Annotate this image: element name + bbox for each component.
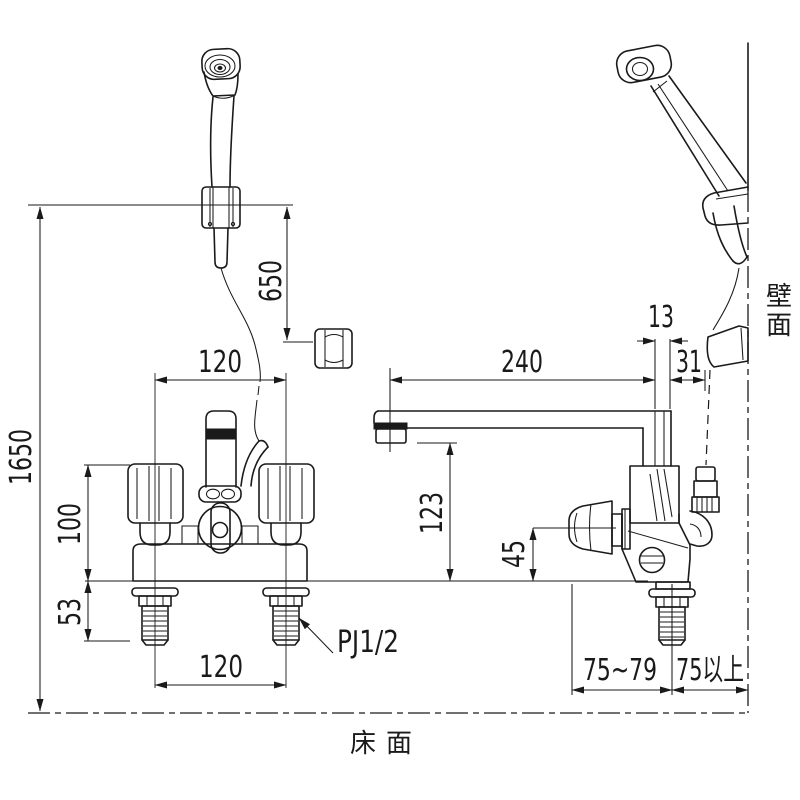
handle-end-right-edge <box>733 205 748 258</box>
handle-side-tick <box>652 80 668 93</box>
front-plate-hole-right <box>220 488 236 500</box>
front-column-band <box>205 428 237 440</box>
shoulder-left <box>181 525 199 544</box>
handle-end-cap <box>732 256 748 265</box>
knob-side-ring <box>588 503 592 552</box>
shower-neck-arc <box>212 94 236 99</box>
front-column <box>205 410 237 488</box>
elbow-inner <box>689 523 702 538</box>
head-side-face <box>625 56 655 82</box>
elbow-outer <box>689 510 713 547</box>
hook-top-arc <box>324 333 344 338</box>
dim-31-label: 31 <box>676 345 702 380</box>
neck <box>655 581 691 590</box>
hose-coupler-inner <box>740 327 744 361</box>
knob-connector <box>611 513 623 547</box>
holder-screw-right <box>230 221 236 227</box>
shower-neck <box>203 71 239 97</box>
wall-label-char2: 面 <box>766 311 792 341</box>
handle-end-left-edge <box>712 212 734 262</box>
diverter-lever <box>210 502 231 554</box>
shower-hose-front <box>220 267 261 442</box>
shower-handle-left <box>209 96 214 188</box>
pj-label: PJ1/2 <box>337 625 399 660</box>
hook-bracket-front <box>314 328 353 369</box>
reference-lines <box>28 42 749 714</box>
shower-face-center <box>217 65 223 71</box>
shower-head-front <box>201 47 241 188</box>
outlet-tube-right <box>250 446 269 487</box>
wall-label-char1: 壁 <box>766 282 792 312</box>
handle-side-lower <box>650 85 720 197</box>
handle-right <box>258 463 315 524</box>
hose-break-dash <box>257 385 260 396</box>
dim-120-bottom-label: 120 <box>199 650 243 685</box>
side-body <box>621 513 691 583</box>
shower-head-side <box>615 44 749 466</box>
dim-120-top-label: 120 <box>198 345 242 380</box>
shower-holder-front <box>201 186 241 269</box>
dim-45-label: 45 <box>497 540 532 568</box>
holder-side <box>701 186 749 226</box>
side-screw <box>638 546 666 574</box>
handle-left <box>127 463 184 524</box>
hose-path-dashed <box>705 369 711 466</box>
dim-7579-label: 75~79 <box>583 653 657 688</box>
hose-nut-cap <box>695 466 716 482</box>
faucet-front-view <box>127 373 315 688</box>
diverter-knob <box>197 505 243 551</box>
dim-240-label: 240 <box>501 345 543 380</box>
spout-tip <box>373 410 379 424</box>
hose-coupler-side <box>706 325 749 368</box>
front-plate <box>198 485 242 503</box>
dim-100-label: 100 <box>53 503 88 545</box>
outlet-tube-cap <box>258 439 269 448</box>
holder-side-inner <box>715 193 749 200</box>
shower-face-ring-2 <box>209 58 231 76</box>
hook-bottom-arc <box>324 359 344 364</box>
handle-side-inner <box>657 83 729 192</box>
dim-650-label: 650 <box>254 260 289 302</box>
handle-lower-end <box>213 227 229 269</box>
dimensions: 1650 650 100 53 120 120 240 13 31 <box>4 206 749 712</box>
valve-block <box>629 465 680 524</box>
dim-75up-label: 75以上 <box>676 653 744 688</box>
front-plate-hole-left <box>205 488 221 500</box>
head-side-face-inner <box>631 61 649 77</box>
jp-labels: 壁 面 床面 <box>350 282 792 759</box>
shoulder-right <box>241 525 259 544</box>
shower-face-ring-3 <box>213 63 227 73</box>
holder-screw-left <box>207 221 213 227</box>
valve-hatch <box>656 468 666 522</box>
front-body <box>132 543 308 582</box>
pj-leader <box>298 617 334 654</box>
diverter-screw <box>211 521 229 539</box>
dim-13-label: 13 <box>648 300 674 335</box>
hose-nut-mid <box>693 480 718 498</box>
knob-side-arc <box>573 512 578 543</box>
outlet-tube-left <box>240 440 260 487</box>
shower-head-body <box>201 47 241 81</box>
dim-123-label: 123 <box>415 492 450 534</box>
shower-handle-right <box>229 95 235 188</box>
holder-outline <box>201 186 241 229</box>
hose-nut-knurl-lines <box>696 497 713 512</box>
aerator-box <box>375 428 407 444</box>
hose-nut-knurl <box>691 496 720 513</box>
dim-1650-label: 1650 <box>4 429 39 485</box>
valve-hatch <box>663 468 673 518</box>
handle-side-upper <box>668 75 747 184</box>
shower-face-ring-1 <box>204 54 236 78</box>
side-body-edge <box>627 530 689 549</box>
floor-label: 床面 <box>350 729 422 759</box>
diverter-knob-side <box>568 500 613 555</box>
hook-outline <box>314 328 353 369</box>
hose-upper <box>220 267 261 383</box>
dim-53-label: 53 <box>53 598 88 626</box>
hose-lower <box>254 399 260 442</box>
valve-hatch <box>649 473 658 522</box>
knob-washers <box>621 508 631 550</box>
hose-side <box>712 267 740 331</box>
